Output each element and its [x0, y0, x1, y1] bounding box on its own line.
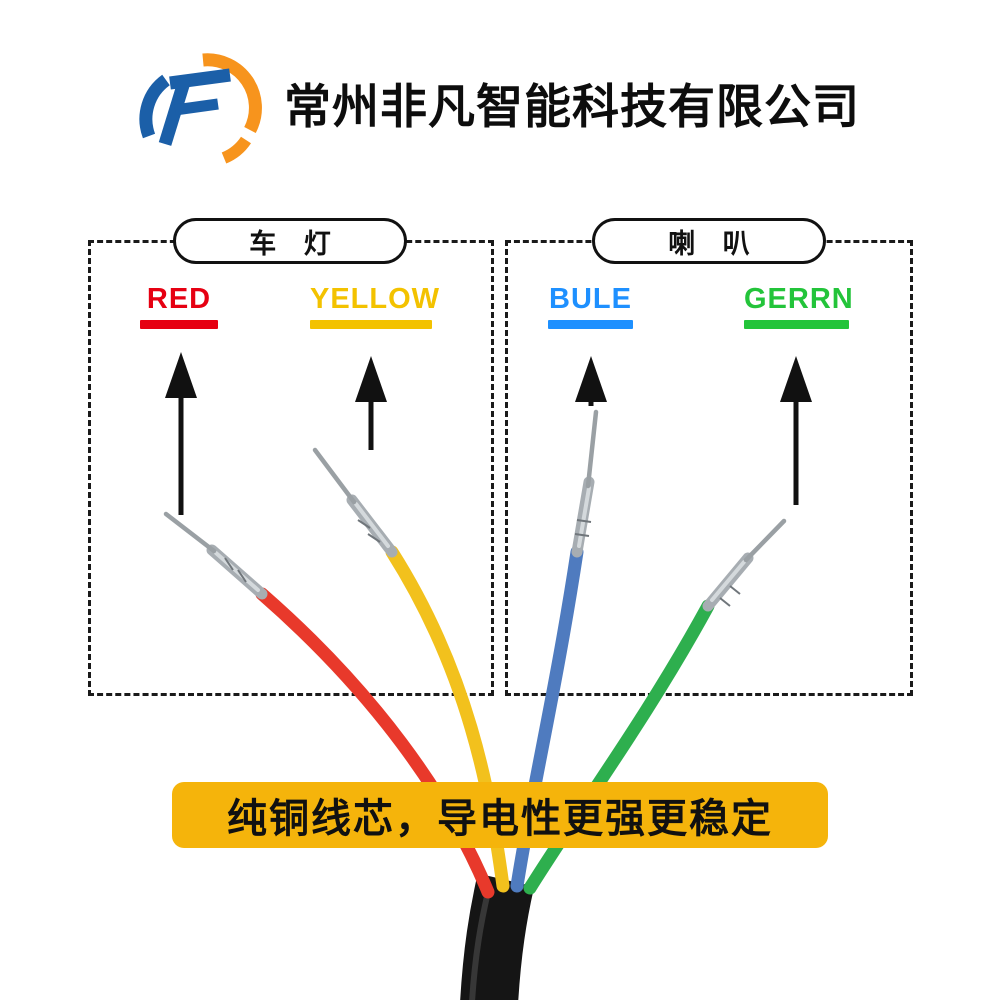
wire-label-yellow: YELLOW [310, 283, 441, 329]
arrow-up-yellow-icon [355, 356, 387, 450]
wire-label-red-text: RED [146, 283, 212, 315]
wire-label-yellow-text: YELLOW [310, 283, 441, 315]
wire-label-blue: BULE [548, 283, 633, 329]
arrow-up-blue-icon [575, 356, 607, 406]
arrow-up-red-icon [165, 352, 197, 515]
wire-label-green: GERRN [744, 283, 854, 329]
wire-underline-blue [548, 320, 633, 329]
wire-label-blue-text: BULE [549, 283, 632, 315]
company-logo [139, 53, 262, 164]
group-pill-horn: 喇 叭 [592, 218, 826, 264]
wire-label-green-text: GERRN [744, 283, 854, 315]
header: 常州非凡智能科技有限公司 [0, 40, 1000, 180]
feature-banner: 纯铜线芯，导电性更强更稳定 [172, 782, 828, 848]
green-wire [523, 518, 787, 895]
group-pill-car-light: 车 灯 [173, 218, 407, 264]
wire-underline-red [140, 320, 218, 329]
wire-underline-yellow [310, 320, 432, 329]
company-name: 常州非凡智能科技有限公司 [284, 80, 860, 133]
wire-label-red: RED [140, 283, 218, 329]
red-wire [163, 511, 495, 899]
wire-underline-green [744, 320, 849, 329]
arrow-up-green-icon [780, 356, 812, 505]
